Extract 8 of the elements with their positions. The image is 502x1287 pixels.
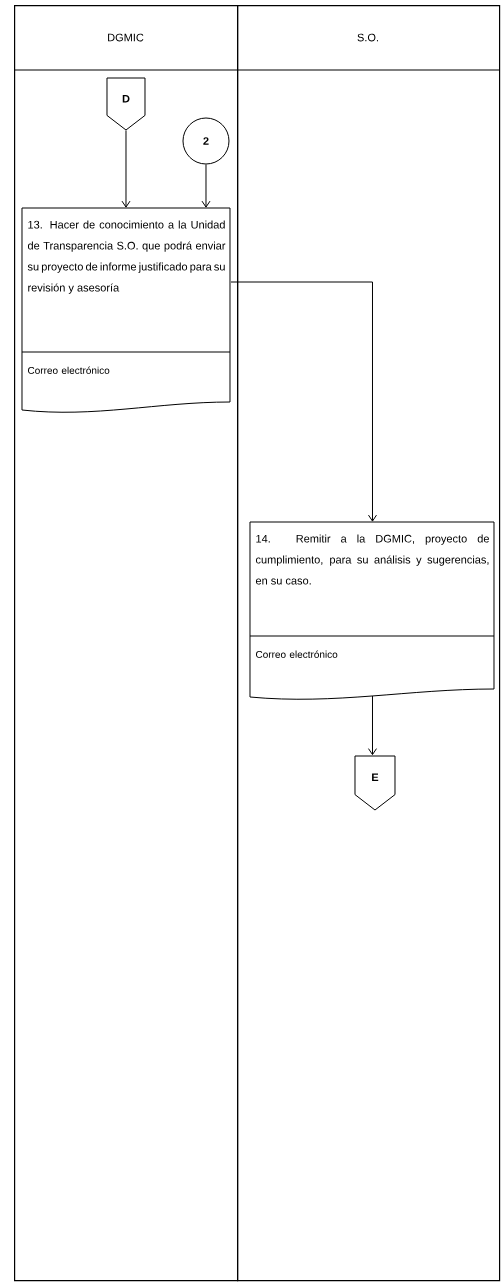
arrow: [368, 695, 377, 756]
off-page-connector: E: [354, 755, 396, 811]
arrow: [121, 130, 131, 208]
arrow: [230, 281, 377, 522]
arrow: [201, 164, 211, 208]
document-box: 14. Remitir a la DGMIC, proyecto de cumplimiento, para su análisis y sugerencias, en su caso. Correo electrónico: [249, 521, 495, 700]
document-box: 13. Hacer de conocimiento a la Unidad de Transparencia S.O. que podrá enviar su proyecto de informe justificado para su revisión y asesoría Correo electrónico: [21, 207, 231, 413]
off-page-connector: D: [106, 77, 146, 131]
